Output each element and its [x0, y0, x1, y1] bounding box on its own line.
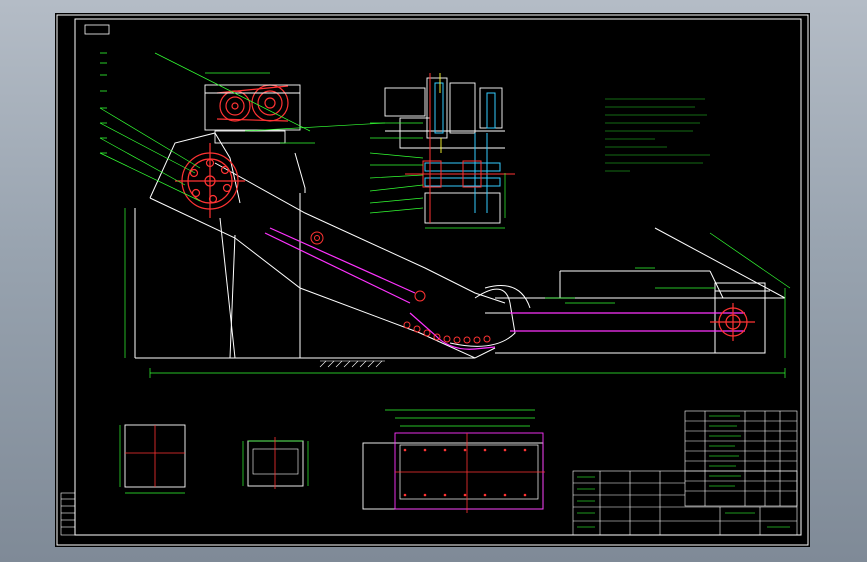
drive-pulleys [216, 84, 289, 122]
mid-sprocket [310, 231, 324, 245]
notes-lines-block [605, 98, 710, 172]
balloon-ticks [100, 52, 107, 154]
technical-notes [605, 98, 710, 172]
revision-column [60, 492, 76, 536]
outer-border [56, 14, 809, 546]
bolt-holes [403, 448, 527, 497]
head-sprocket [175, 143, 245, 218]
frame-structure [134, 132, 786, 359]
detail-view-right [362, 409, 545, 513]
parts-list [684, 410, 798, 507]
title-block [572, 470, 798, 536]
hatch-icon [319, 360, 385, 368]
section-view [369, 73, 515, 229]
main-view [99, 52, 791, 378]
conveyor-belt [264, 227, 745, 350]
section-dims [369, 122, 506, 229]
inner-border [74, 18, 802, 536]
dimension-lines [99, 52, 791, 378]
section-accent [439, 73, 442, 153]
stamp-box [84, 24, 110, 35]
conveyor-assembly-drawing [56, 14, 809, 546]
section-bearings [405, 73, 515, 223]
title-block-text [577, 476, 790, 528]
detail-view-middle [242, 437, 309, 489]
chain-rollers [403, 290, 491, 344]
tail-pulley [710, 303, 755, 341]
detail-view-left [119, 424, 186, 494]
parts-list-text [709, 415, 741, 487]
drawing-sheet[interactable] [55, 13, 810, 547]
